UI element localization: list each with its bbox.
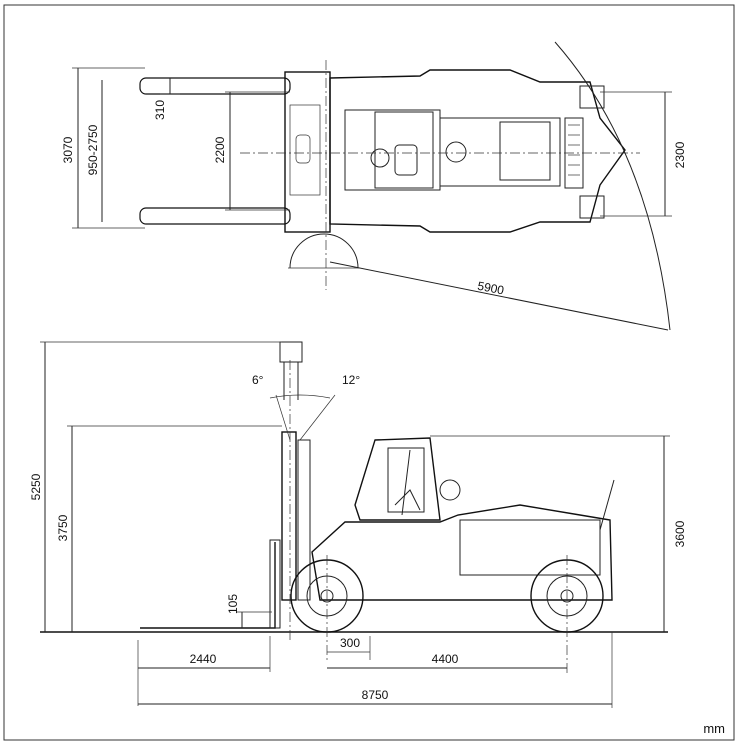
dim-turning-radius: 5900 — [476, 279, 505, 298]
upper-fork — [139, 77, 291, 95]
dim-cab-height: 3600 — [673, 520, 687, 547]
dim-tilt-forward: 6° — [252, 373, 264, 387]
drawing-frame — [3, 4, 735, 741]
side-view — [40, 341, 670, 708]
dim-overall-width: 3070 — [61, 136, 75, 163]
dim-fork-length: 2440 — [190, 652, 217, 666]
top-view — [72, 41, 672, 331]
dim-rear-width: 2300 — [673, 141, 687, 168]
lower-fork — [139, 207, 291, 225]
dim-front-overhang: 300 — [340, 636, 360, 650]
dim-wheelbase: 4400 — [432, 652, 459, 666]
dim-fork-spread: 950-2750 — [86, 124, 100, 175]
dim-tilt-backward: 12° — [342, 373, 360, 387]
unit-label: mm — [703, 721, 725, 736]
dim-overall-height-raised: 5250 — [29, 473, 43, 500]
dim-fork-width: 310 — [153, 100, 167, 120]
dim-inner-width: 2200 — [213, 136, 227, 163]
dim-lift-height: 3750 — [56, 514, 70, 541]
dim-fork-ground-clearance: 105 — [226, 594, 240, 614]
dim-overall-length: 8750 — [362, 688, 389, 702]
